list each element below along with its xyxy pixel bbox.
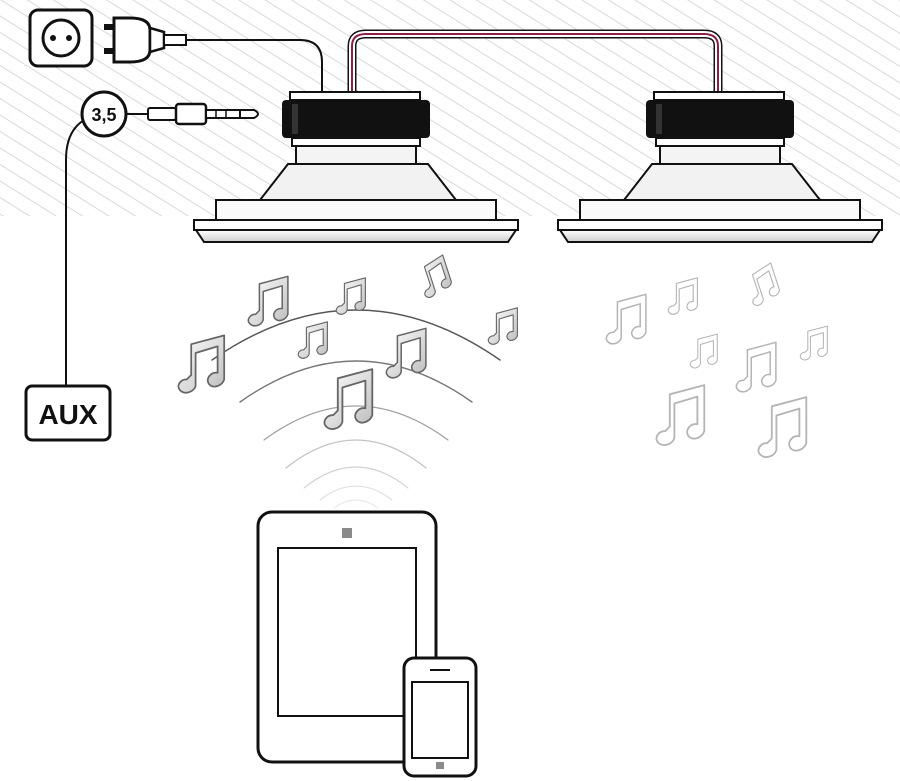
audio-jack-icon: [126, 102, 259, 126]
aux-box: AUX: [24, 384, 112, 442]
music-note-icon: [335, 277, 366, 315]
music-note-icon: [297, 321, 328, 359]
music-note-icon: [757, 396, 808, 458]
music-note-icon: [247, 275, 289, 327]
music-note-icon: [689, 333, 718, 369]
music-note-icon: [742, 262, 783, 308]
music-note-icon: [414, 254, 455, 300]
music-note-icon: [323, 368, 374, 430]
speaker-left: [193, 91, 519, 243]
aux-label: AUX: [38, 399, 97, 430]
music-notes-right: [605, 262, 828, 458]
music-note-icon: [799, 325, 828, 361]
power-cable: [186, 39, 323, 96]
audio-jack-badge: 3,5: [80, 90, 128, 138]
tablet-icon: [256, 510, 438, 764]
power-socket-icon: [28, 8, 94, 68]
music-note-icon: [655, 384, 706, 446]
music-notes-left: [177, 254, 518, 430]
music-note-icon: [735, 341, 777, 393]
music-note-icon: [177, 334, 226, 394]
music-note-icon: [487, 307, 518, 345]
music-note-icon: [667, 277, 698, 315]
speaker-right: [557, 91, 883, 243]
jack-size-label: 3,5: [91, 105, 116, 125]
music-note-icon: [605, 293, 647, 345]
power-plug-icon: [104, 16, 187, 64]
wireless-signal-waves: [211, 309, 501, 509]
smartphone-icon: [402, 656, 478, 778]
music-note-icon: [385, 327, 427, 379]
